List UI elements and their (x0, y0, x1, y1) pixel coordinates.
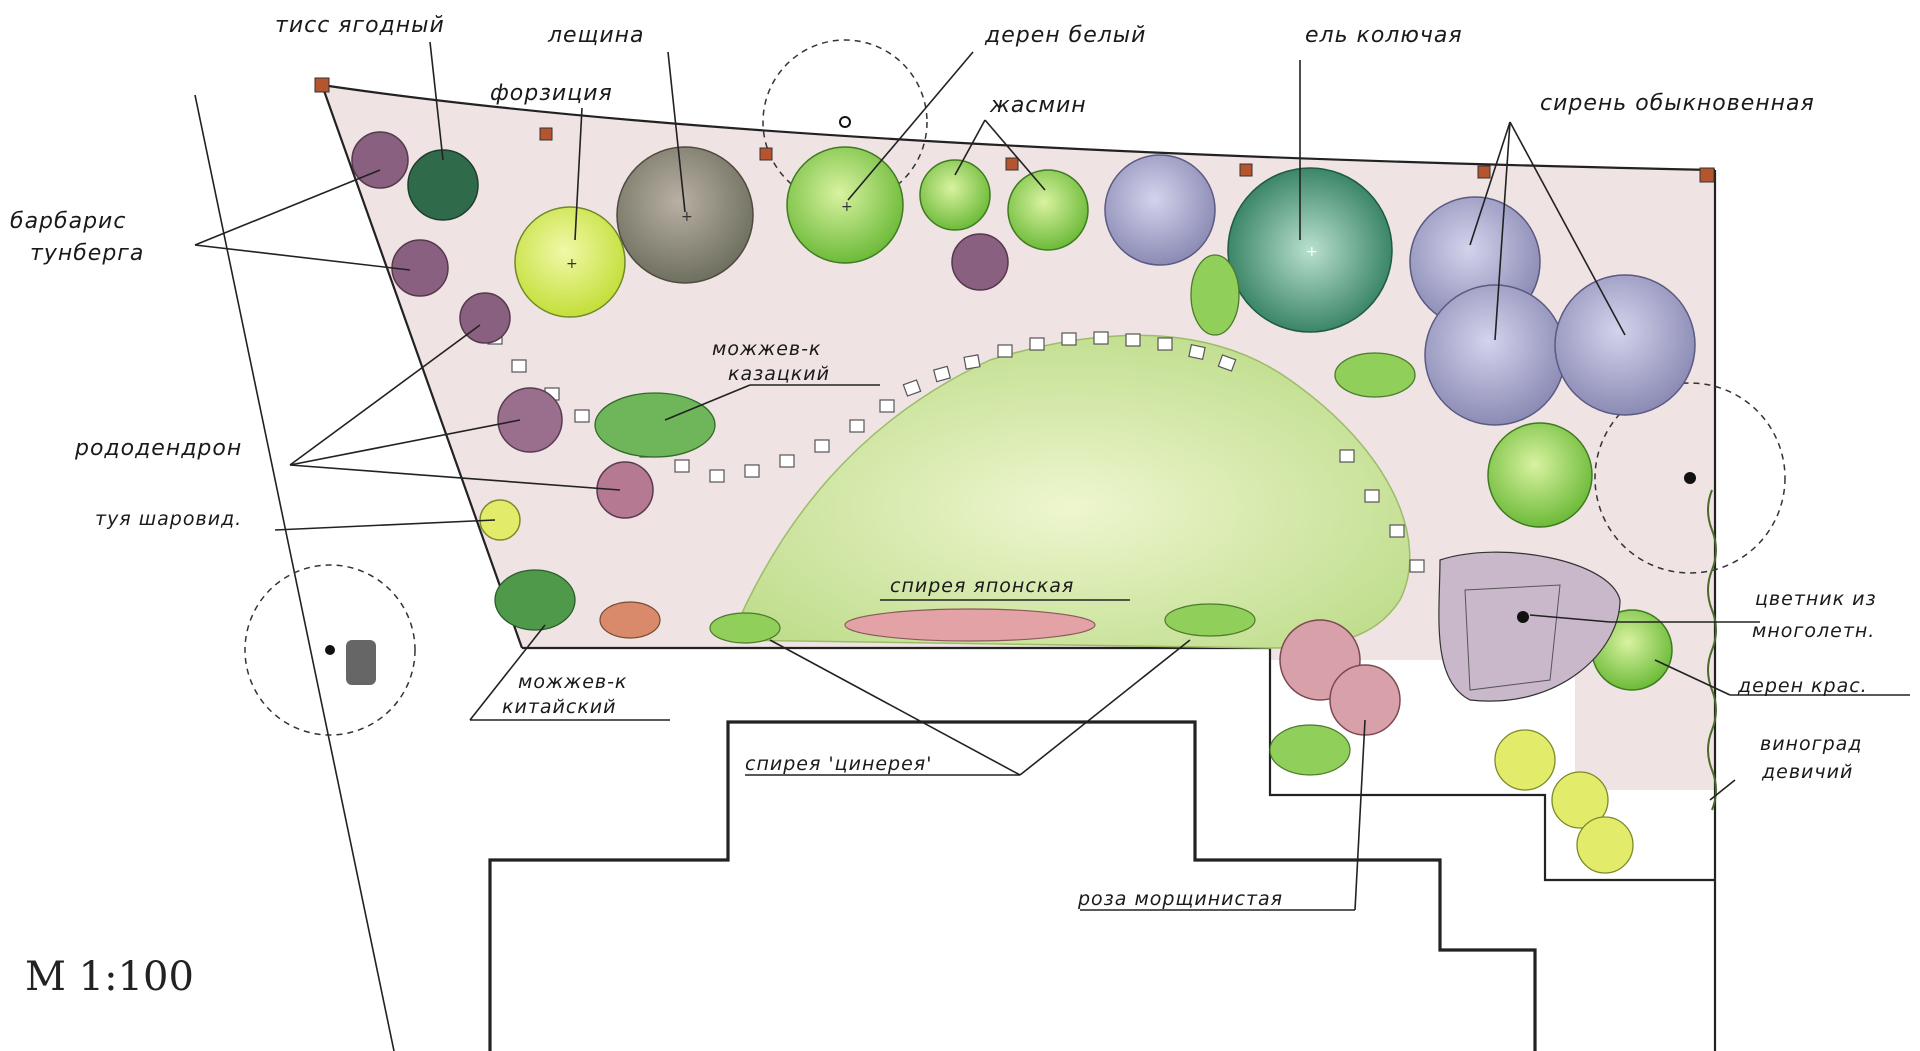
plant-jasmine-1 (919, 159, 991, 231)
plant-rugosa-rose (1269, 619, 1401, 776)
svg-text:+: + (1306, 244, 1318, 260)
lawn (728, 334, 1411, 649)
label-tsvetnik-2: многолетн. (1752, 620, 1875, 642)
label-deren-kras: дерен крас. (1737, 675, 1868, 697)
plant-cossack-juniper (594, 392, 716, 458)
scale-label: М 1:100 (25, 954, 194, 1000)
plot-boundary-left (320, 84, 524, 649)
house-outline (488, 720, 1537, 1051)
plant-barberry-left-2 (391, 239, 449, 297)
plant-white-dogwood: + (786, 146, 904, 264)
plant-barberry-top (951, 233, 1009, 291)
label-vinograd-2: девичий (1761, 761, 1853, 783)
perennial-flowerbed (1438, 551, 1621, 702)
plant-yew (407, 149, 479, 221)
fence-posts (314, 77, 1715, 183)
plant-rhododendron-1 (497, 387, 563, 453)
label-barbaris: барбарис (10, 209, 126, 234)
leader-lines (194, 41, 1910, 911)
plant-common-lilac-3 (1554, 274, 1696, 416)
label-mozhzhevelnik-kazatsky-1: можжев-к (712, 338, 821, 360)
label-tuya: туя шаровид. (95, 508, 242, 530)
label-mozhzhevelnik-kitaysky-1: можжев-к (518, 671, 627, 693)
plant-forsythia: + (514, 206, 626, 318)
label-tunberga: тунберга (30, 241, 144, 266)
plant-hazel: + (616, 146, 754, 284)
svg-text:+: + (681, 209, 693, 225)
plant-chinese-juniper (494, 569, 576, 631)
label-roza-morshchinistaya: роза морщинистая (1077, 888, 1283, 910)
plant-juniper-creeping-right (1190, 254, 1416, 398)
plot-boundary-top (321, 83, 1716, 172)
stepping-stones (487, 331, 1425, 573)
tree-right-outside (1594, 382, 1786, 574)
plant-barberry-left-1 (351, 131, 409, 189)
plant-labels: тисс ягодный лещина форзиция дерен белый… (10, 13, 1877, 910)
virginia-creeper-vine (1707, 489, 1717, 811)
plant-girls-grape-bed (1494, 729, 1634, 874)
label-forzitsia: форзиция (490, 81, 613, 106)
plant-spirea-japonica-row (709, 603, 1256, 644)
plant-blue-spruce: + (1227, 167, 1393, 333)
plant-green-shrub-right (1487, 422, 1593, 528)
label-zhasmin: жасмин (989, 93, 1087, 118)
label-mozhzhevelnik-kazatsky-2: казацкий (728, 363, 830, 385)
plant-jasmine-2 (1007, 169, 1089, 251)
label-deren-bely: дерен белый (984, 23, 1146, 48)
label-el: ель колючая (1305, 23, 1463, 48)
tree-top-outside (762, 39, 928, 205)
label-vinograd-1: виноград (1760, 733, 1862, 755)
label-rododendron: рододендрон (74, 436, 242, 461)
label-tsvetnik-1: цветник из (1755, 588, 1877, 610)
plant-common-lilac-2 (1424, 284, 1566, 426)
label-spireya-yaponskaya: спирея японская (890, 575, 1074, 597)
label-mozhzhevelnik-kitaysky-2: китайский (502, 696, 617, 718)
label-leshchina: лещина (547, 23, 644, 48)
tree-outside-plot (244, 564, 416, 736)
svg-text:+: + (841, 199, 853, 215)
plant-barberry-left-3 (459, 292, 511, 344)
plant-rhododendron-2 (596, 461, 654, 519)
svg-text:+: + (566, 256, 578, 272)
plot-boundary-bottom (522, 646, 1715, 882)
plant-spirea-left (599, 601, 661, 639)
label-tiss: тисс ягодный (275, 13, 445, 38)
label-siren: сирень обыкновенная (1540, 91, 1815, 116)
label-spireya-tsinereya: спирея 'цинерея' (745, 753, 932, 775)
plant-lilac-small (1104, 154, 1216, 266)
